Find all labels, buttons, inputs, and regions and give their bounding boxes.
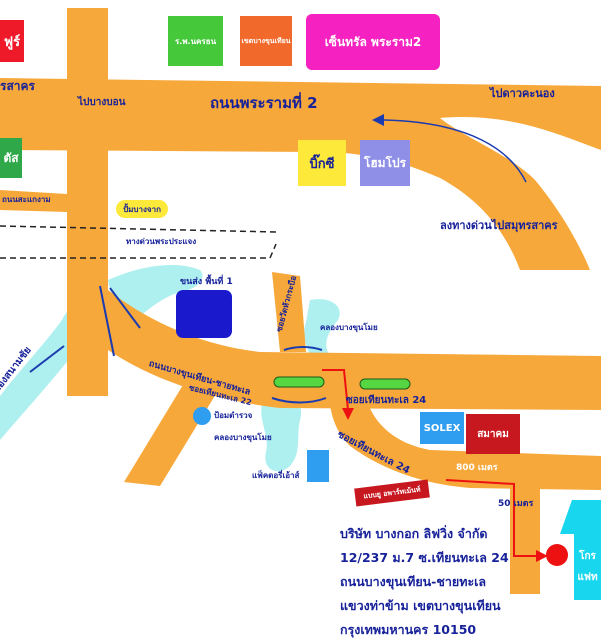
- label-50m: 50 เมตร: [498, 499, 534, 509]
- right-edge-label-1: โกร: [579, 551, 596, 562]
- landmark-left-mid: ตัส: [0, 138, 22, 178]
- landmark-central: เซ็นทรัล พระราม2: [306, 14, 440, 70]
- road-bangkhunthian: [67, 290, 601, 410]
- road-rama2: [0, 78, 601, 270]
- canal-lower: [261, 392, 302, 472]
- company-name: บริษัท บางกอก ลิฟวิ่ง จำกัด: [340, 526, 488, 541]
- expressway-dash-top: [0, 225, 277, 233]
- rama2-curve-arrowhead: [372, 114, 384, 126]
- label-800m: 800 เมตร: [456, 463, 498, 473]
- bridge-4: [271, 397, 327, 404]
- company-address-line-4: กรุงเทพมหานคร 10150: [340, 622, 477, 637]
- bridge-1: [99, 285, 115, 357]
- landmark-factory-outlet: [307, 450, 329, 482]
- label-canal-bangmot: คลองบางขุนโมย: [320, 323, 378, 332]
- road-hua-krabue: [272, 272, 306, 352]
- police-box-marker: [193, 407, 211, 425]
- route-arrow-2: [445, 479, 540, 557]
- route-heads: [342, 408, 548, 562]
- label-soi-24-a: ซอยเทียนทะเล 24: [346, 395, 427, 406]
- landmark-district-office: เขตบางขุนเทียน: [240, 16, 292, 66]
- bridges: [29, 285, 327, 404]
- road-soi24: [330, 404, 601, 490]
- company-address-line-2: ถนนบางขุนเทียน-ชายทะเล: [340, 574, 487, 589]
- expressway-line: [0, 225, 277, 259]
- label-pump-station: ป้อมตำรวจ: [214, 411, 253, 420]
- bridge-5: [29, 345, 65, 373]
- label-expressway: ทางด่วนพระประแจง: [126, 237, 197, 246]
- label-down-expressway: ลงทางด่วนไปสมุทรสาคร: [440, 219, 558, 232]
- rama2-curve-arrow: [383, 119, 527, 183]
- roads: [0, 8, 601, 594]
- landmark-left-top: ฟูร์: [0, 20, 24, 62]
- bridge-3: [283, 346, 323, 351]
- label-to-daokhanong: ไปดาวคะนอง: [490, 87, 555, 100]
- route-head-2: [536, 550, 548, 562]
- landmark-bus-depot: [176, 290, 232, 338]
- landmark-solex: SOLEX: [420, 412, 464, 444]
- median-1: [273, 376, 325, 388]
- right-edge-label-2: แฟท: [577, 572, 598, 583]
- company-address-block: บริษัท บางกอก ลิฟวิ่ง จำกัด 12/237 ม.7 ซ…: [340, 522, 595, 639]
- road-soi22-diag: [124, 380, 222, 486]
- label-thanon-sakaem: ถนนสะแกงาม: [2, 195, 51, 204]
- bridge-2: [109, 287, 141, 329]
- landmark-hospital: ร.พ.นครธน: [168, 16, 223, 66]
- road-sakaem: [0, 190, 67, 212]
- label-factory-outlet: แฟ็คตอรี่เอ้าส์: [252, 471, 300, 480]
- label-bus-stop: ขนส่ง พื้นที่ 1: [180, 277, 233, 287]
- label-to-bangbon: ไปบางบอน: [78, 97, 126, 108]
- label-to-samutsakhon-left: รสาคร: [0, 79, 35, 93]
- median-islands: [273, 376, 411, 390]
- north-arrow: [560, 500, 601, 600]
- landmark-bigc: บิ๊กซี: [298, 140, 346, 186]
- destination-marker: [546, 544, 568, 566]
- landmark-gas-station: ปั้มบางจาก: [116, 200, 168, 218]
- label-rama2: ถนนพระรามที่ 2: [210, 94, 318, 112]
- median-2: [359, 378, 411, 390]
- route: [322, 369, 540, 557]
- landmark-right-edge: โกร แฟท: [574, 534, 601, 600]
- company-address-line-3: แขวงท่าข้าม เขตบางขุนเทียน: [340, 598, 501, 613]
- road-soi24-branch: [510, 488, 540, 594]
- company-address-line-1: 12/237 ม.7 ซ.เทียนทะเล 24: [340, 550, 509, 565]
- landmark-homepro: โฮมโปร: [360, 140, 410, 186]
- expressway-dash-bottom: [0, 243, 277, 259]
- route-head-1: [342, 408, 354, 420]
- label-canal-bangmot-2: คลองบางขุนโมย: [214, 433, 272, 442]
- landmark-samakom: สมาคม: [466, 414, 520, 454]
- route-arrow-1: [322, 369, 349, 411]
